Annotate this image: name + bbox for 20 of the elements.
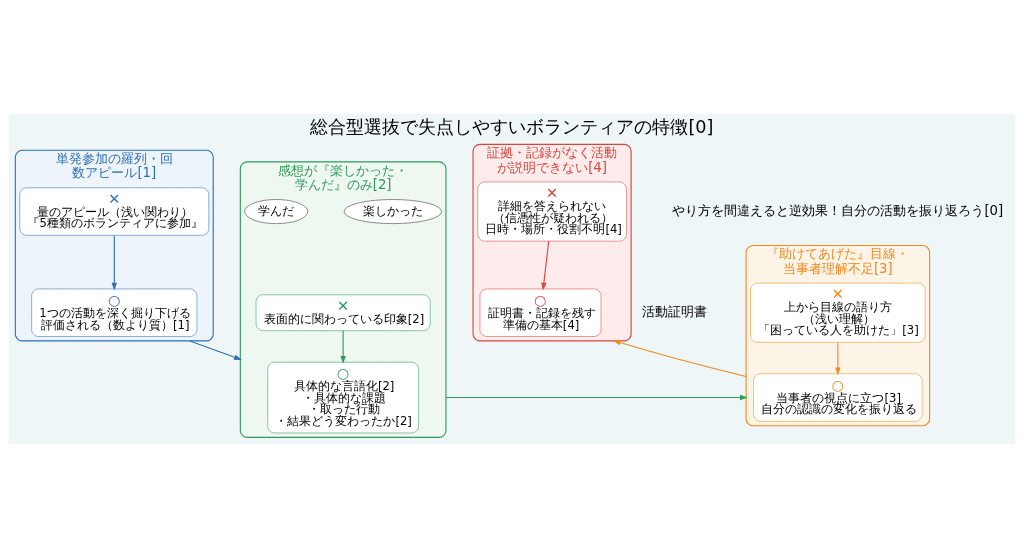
node-box: ✕ 詳細を答えられない （信憑性が疑われる） 日時・場所・役割不明[4] — [477, 181, 627, 242]
node-ellipse: 楽しかった — [343, 199, 442, 224]
node-box: ○ 当事者の視点に立つ[3] 自分の認識の変化を振り返る — [753, 373, 923, 422]
arrow — [111, 235, 117, 291]
node-box: ○ 1つの活動を深く掘り下げる 評価される（数より質）[1] — [31, 288, 198, 337]
node-ellipse: 学んだ — [244, 199, 309, 224]
node-box: ✕ 上から目線の語り方 （浅い理解） 「困っている人を助けた」[3] — [750, 282, 926, 343]
arrow — [835, 341, 841, 376]
label: やり方を間違えると逆効果！自分の活動を振り返ろう[0] — [672, 202, 1004, 218]
label: 活動証明書 — [642, 304, 708, 320]
arrow — [189, 340, 242, 360]
arrow — [340, 330, 346, 364]
arrow — [541, 240, 550, 291]
arrow — [445, 394, 748, 401]
node-box: ○ 証明書・記録を残す 準備の基本[4] — [479, 288, 602, 337]
diagram-title: 総合型選抜で失点しやすいボランティアの特徴[0] — [310, 116, 714, 137]
node-box: ✕ 表面的に関わっている印象[2] — [255, 294, 431, 331]
arrow — [612, 340, 747, 377]
node-box: ✕ 量のアピール（浅い関わり） 『5種類のボランティアに参加』 — [19, 187, 210, 236]
node-box: ○ 具体的な言語化[2] ・具体的な課題 ・取った行動 ・結果どう変わったか[2] — [267, 361, 419, 434]
